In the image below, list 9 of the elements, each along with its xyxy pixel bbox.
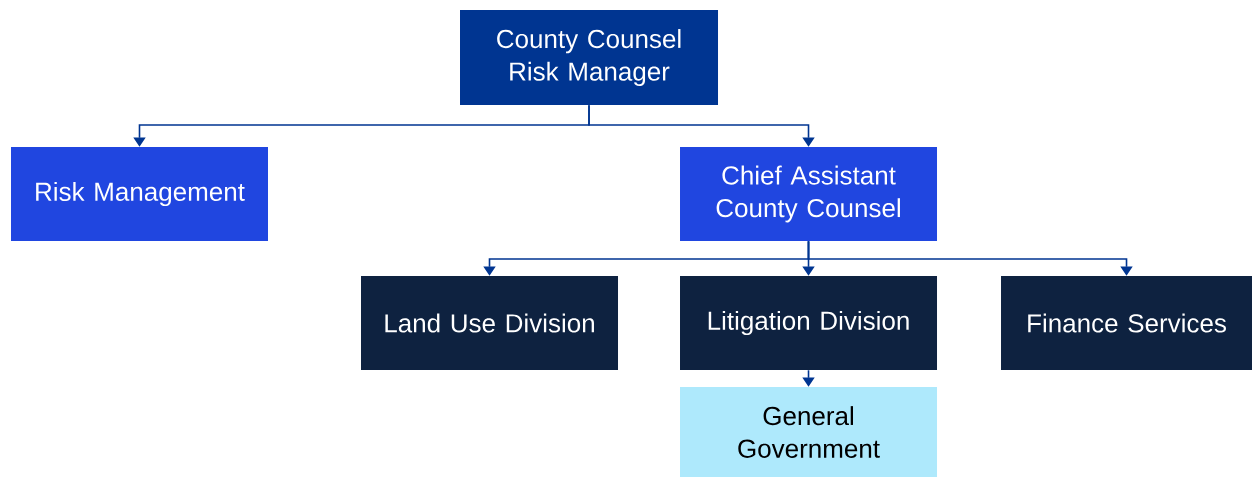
- division-box: Litigation Division: [680, 276, 937, 370]
- division-box: Land Use Division: [361, 276, 618, 370]
- department-box: Chief Assistant County Counsel: [680, 147, 937, 241]
- arrow: [588, 104, 815, 147]
- manager-box: County Counsel Risk Manager: [460, 10, 718, 105]
- section-box: General Government: [680, 387, 937, 477]
- department-box: Risk Management: [11, 147, 268, 241]
- arrow: [807, 240, 1133, 276]
- division-box: Finance Services: [1001, 276, 1252, 370]
